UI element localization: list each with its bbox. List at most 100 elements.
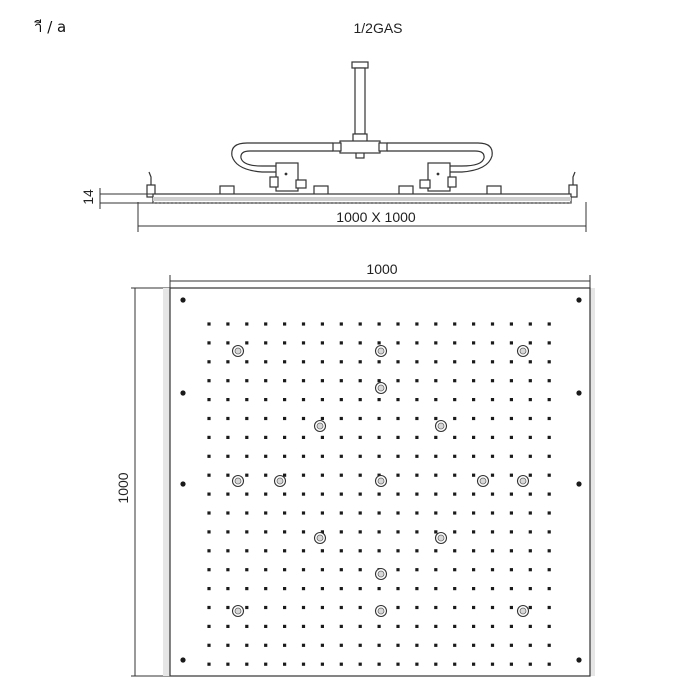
led-light	[374, 567, 388, 581]
nozzle-dot	[358, 341, 362, 345]
nozzle-dot	[415, 605, 419, 610]
nozzle-dot	[245, 605, 249, 610]
led-light	[374, 604, 388, 618]
nozzle-dot	[301, 398, 306, 402]
nozzle-dot	[547, 568, 551, 572]
nozzle-dot	[301, 530, 306, 534]
nozzle-dot	[283, 416, 287, 421]
nozzle-dot	[434, 643, 438, 647]
nozzle-dot	[207, 435, 211, 439]
nozzle-dot	[358, 492, 362, 496]
nozzle-dot	[509, 511, 513, 515]
nozzle-dot	[339, 360, 343, 364]
nozzle-dot	[509, 624, 513, 628]
nozzle-dot	[226, 643, 230, 647]
nozzle-dot	[453, 643, 457, 647]
bracket-left	[146, 171, 156, 198]
nozzle-dot	[490, 530, 495, 534]
thickness-dimension	[99, 188, 153, 209]
nozzle-dot	[547, 530, 551, 534]
nozzle-dot	[245, 662, 249, 666]
nozzle-dot	[226, 492, 230, 496]
nozzle-dot	[264, 549, 268, 553]
nozzle-dot	[547, 605, 551, 610]
nozzle-dot	[264, 379, 268, 383]
nozzle-dot	[226, 587, 230, 591]
nozzle-dot	[434, 454, 438, 458]
nozzle-dot	[415, 587, 419, 591]
nozzle-dot	[472, 360, 476, 364]
nozzle-dot	[396, 492, 400, 496]
nozzle-dot	[415, 454, 419, 458]
nozzle-dot	[472, 662, 476, 666]
nozzle-dot	[226, 662, 230, 666]
top-width-dimension	[169, 275, 591, 288]
nozzle-dot	[415, 360, 419, 364]
nozzle-dot	[472, 341, 476, 345]
nozzle-dot	[377, 398, 381, 402]
mounting-hole	[180, 390, 186, 396]
nozzle-dot	[226, 568, 230, 572]
nozzle-dot	[415, 530, 419, 534]
nozzle-dot	[415, 643, 419, 647]
nozzle-dot	[547, 322, 551, 326]
nozzle-dot	[339, 643, 343, 647]
nozzle-dot	[320, 341, 324, 345]
nozzle-dot	[547, 435, 551, 439]
nozzle-dot	[415, 416, 419, 421]
inlet-label: 1/2GAS	[353, 20, 402, 36]
nozzle-dot	[415, 379, 419, 383]
nozzle-dot	[434, 379, 438, 383]
nozzle-dot	[509, 454, 513, 458]
nozzle-dot	[434, 568, 438, 572]
nozzle-dot	[358, 662, 362, 666]
nozzle-dot	[415, 492, 419, 496]
nozzle-dot	[245, 322, 249, 326]
nozzle-dot	[358, 643, 362, 647]
nozzle-dot	[320, 435, 324, 439]
nozzle-dot	[283, 530, 287, 534]
nozzle-dot	[509, 473, 513, 477]
nozzle-dot	[264, 662, 268, 666]
nozzle-dot	[264, 454, 268, 458]
nozzle-dot	[358, 435, 362, 439]
nozzle-dot	[377, 587, 381, 591]
nozzle-dot	[377, 322, 381, 326]
nozzle-dot	[415, 662, 419, 666]
nozzle-dot	[396, 568, 400, 572]
nozzle-dot	[207, 587, 211, 591]
nozzle-dot	[528, 624, 532, 628]
nozzle-dot	[453, 549, 457, 553]
nozzle-dot	[396, 473, 400, 477]
nozzle-dot	[547, 662, 551, 666]
nozzle-dot	[415, 473, 419, 477]
nozzle-dot	[245, 341, 249, 345]
nozzle-dot	[264, 643, 268, 647]
nozzle-dot	[472, 398, 476, 402]
nozzle-dot	[245, 473, 249, 477]
nozzle-dot	[339, 416, 343, 421]
nozzle-dot	[358, 360, 362, 364]
nozzle-dot	[207, 605, 211, 610]
nozzle-dot	[509, 643, 513, 647]
led-light	[434, 531, 448, 545]
nozzle-dot	[509, 605, 513, 610]
mounting-hole	[180, 297, 186, 303]
nozzle-dot	[528, 341, 532, 345]
nozzle-dot	[396, 549, 400, 553]
nozzle-dot	[283, 605, 287, 610]
nozzle-dot	[226, 530, 230, 534]
nozzle-dot	[434, 662, 438, 666]
nozzle-dot	[434, 416, 438, 421]
nozzle-dot	[264, 511, 268, 515]
nozzle-dot	[339, 624, 343, 628]
nozzle-dot	[264, 530, 268, 534]
nozzle-dot	[509, 360, 513, 364]
nozzle-dot	[283, 511, 287, 515]
nozzle-dot	[245, 568, 249, 572]
nozzle-dot	[245, 454, 249, 458]
nozzle-dot	[320, 416, 324, 421]
nozzle-dot	[358, 511, 362, 515]
nozzle-dot	[358, 398, 362, 402]
